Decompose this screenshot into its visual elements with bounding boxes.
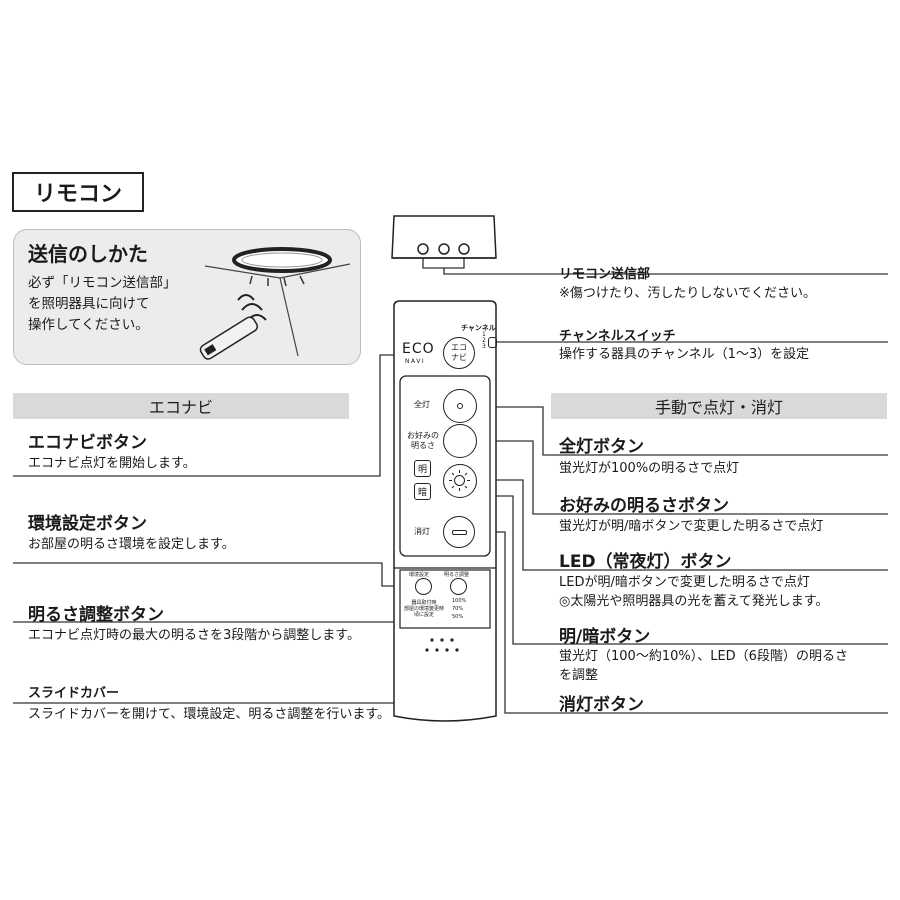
- favorite-button[interactable]: [443, 424, 477, 458]
- slide-desc: スライドカバーを開けて、環境設定、明るさ調整を行います。: [28, 707, 391, 722]
- econavi-title: エコナビボタン: [28, 433, 147, 453]
- slide-title: スライドカバー: [28, 686, 120, 701]
- transmitter-title: リモコン送信部: [559, 267, 651, 282]
- env-desc: お部屋の明るさ環境を設定します。: [28, 537, 235, 552]
- eco-logo: ECO: [402, 341, 435, 357]
- channel-switch[interactable]: [488, 337, 497, 348]
- off-title: 消灯ボタン: [559, 695, 644, 715]
- how-to-text: 必ず「リモコン送信部」 を照明器具に向けて 操作してください。: [28, 275, 177, 333]
- bright-button[interactable]: 明: [414, 460, 431, 477]
- led-desc: LEDが明/暗ボタンで変更した明るさで点灯 ◎太陽光や照明器具の光を蓄えて発光し…: [559, 575, 829, 609]
- env-label: 環境設定: [409, 572, 430, 578]
- transmitter-led-icon: [417, 243, 429, 255]
- navi-logo: NAVI: [405, 358, 426, 365]
- brightdark-title: 明/暗ボタン: [559, 627, 651, 647]
- dark-button[interactable]: 暗: [414, 483, 431, 500]
- sun-lamp-icon: [449, 470, 470, 491]
- all-on-label: 全灯: [414, 400, 430, 409]
- econavi-button[interactable]: エコ ナビ: [443, 337, 475, 369]
- channel-desc: 操作する器具のチャンネル（1〜3）を設定: [559, 347, 810, 362]
- brightness-title: 明るさ調整ボタン: [28, 605, 164, 625]
- channel-label: チャンネル: [461, 324, 496, 332]
- transmitter-head: [391, 215, 497, 259]
- off-button[interactable]: [443, 516, 475, 548]
- channel-title: チャンネルスイッチ: [559, 329, 676, 344]
- led-button[interactable]: [443, 464, 477, 498]
- install-note: 器具取付時 部屋の環境變更時 頃に設定: [404, 600, 445, 618]
- brightness-desc: エコナビ点灯時の最大の明るさを3段階から調整します。: [28, 628, 360, 643]
- brightdark-desc: 蛍光灯（100〜約10%）、LED（6段階）の明るさ を調整: [559, 649, 848, 683]
- transmit-illustration-icon: [199, 247, 351, 360]
- off-label: 消灯: [414, 527, 430, 536]
- led-title: LED（常夜灯）ボタン: [559, 552, 732, 572]
- econavi-desc: エコナビ点灯を開始します。: [28, 456, 196, 471]
- favorite-label: お好みの 明るさ: [407, 431, 439, 450]
- transmitter-desc: ※傷つけたり、汚したりしないでください。: [559, 286, 816, 301]
- channel-numbers: 1 2 3: [482, 331, 486, 350]
- all-on-button[interactable]: [443, 389, 477, 423]
- how-to-title: 送信のしかた: [28, 242, 148, 266]
- env-button[interactable]: [415, 578, 432, 595]
- page-title: リモコン: [12, 172, 144, 212]
- env-title: 環境設定ボタン: [28, 514, 147, 534]
- all-on-desc: 蛍光灯が100%の明るさで点灯: [559, 461, 740, 476]
- brightness-adjust-button[interactable]: [450, 578, 467, 595]
- adjust-label: 明るさ調整: [444, 572, 470, 578]
- favorite-title: お好みの明るさボタン: [559, 496, 729, 516]
- favorite-desc: 蛍光灯が明/暗ボタンで変更した明るさで点灯: [559, 519, 824, 534]
- econavi-section-band: エコナビ: [13, 393, 349, 419]
- all-on-title: 全灯ボタン: [559, 437, 644, 457]
- manual-section-band: 手動で点灯・消灯: [551, 393, 887, 419]
- level-scale: 100% 70% 50%: [452, 598, 467, 620]
